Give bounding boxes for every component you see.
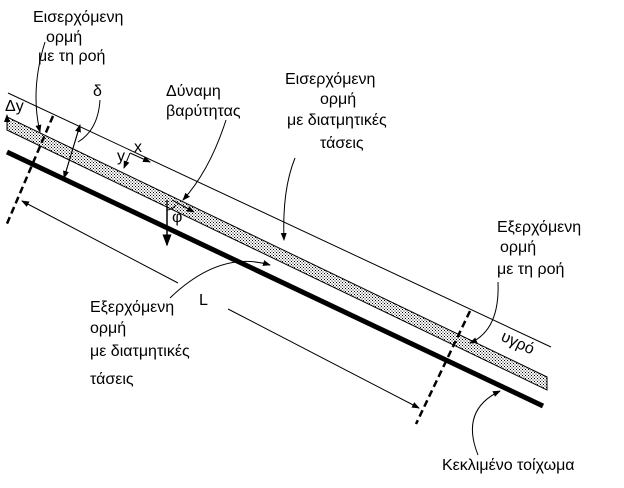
label-y-axis: y <box>117 148 125 165</box>
text: βαρύτητας <box>166 103 241 120</box>
leader-wall <box>471 390 501 456</box>
label-x-axis: x <box>134 139 142 156</box>
text: ορμή <box>46 29 82 46</box>
delta-dimension-b <box>63 124 81 179</box>
control-surface-right <box>414 310 472 425</box>
text: με τη ροή <box>497 261 564 278</box>
inclined-wall-line <box>5 149 545 409</box>
label-gravity: Δύναμη βαρύτητας <box>166 83 241 120</box>
text: Εξερχόμενη <box>90 299 174 316</box>
text: τάσεις <box>320 135 364 152</box>
leader-incoming-flow <box>35 41 46 133</box>
leader-incoming-shear <box>280 157 296 241</box>
label-length: L <box>199 292 208 309</box>
label-phi: φ <box>172 209 182 226</box>
label-delta-y: Δy <box>5 98 24 115</box>
leader-gravity <box>182 119 227 201</box>
text: ορμή <box>500 239 536 256</box>
leader-outgoing-shear <box>169 260 271 299</box>
y-axis-arrow <box>123 152 131 169</box>
length-dimension-line-b <box>227 308 420 409</box>
x-axis-arrow <box>129 152 151 163</box>
leader-delta <box>77 99 101 143</box>
control-surface-left <box>4 115 55 227</box>
leader-outgoing-flow <box>469 281 499 344</box>
phi-arc <box>166 204 177 211</box>
text: Εισερχόμενη <box>285 71 375 88</box>
gravity-component-arrow <box>171 199 195 213</box>
label-inclined-wall: Κεκλιμένο τοίχωμα <box>442 457 575 474</box>
free-surface-line <box>7 92 552 348</box>
label-incoming-shear: Εισερχόμενη ορμή με διατμητικές τάσεις <box>285 71 387 152</box>
text: ορμή <box>320 91 356 108</box>
label-fluid: υγρό <box>498 328 537 358</box>
text: Εξερχόμενη <box>497 219 581 236</box>
text: τάσεις <box>90 371 134 388</box>
text: με τη ροή <box>38 48 105 65</box>
label-incoming-flow: Εισερχόμενη ορμή με τη ροή <box>33 9 123 65</box>
text: με διατμητικές <box>287 112 387 129</box>
text: Εισερχόμενη <box>33 9 123 26</box>
text: με διατμητικές <box>90 343 190 360</box>
label-outgoing-shear: Εξερχόμενη ορμή με διατμητικές τάσεις <box>90 299 190 388</box>
label-delta: δ <box>93 83 102 100</box>
fluid-element-strip <box>6 116 548 391</box>
text: Δύναμη <box>166 83 221 100</box>
length-dimension-line-a <box>21 200 179 284</box>
text: ορμή <box>90 320 126 337</box>
label-outgoing-flow: Εξερχόμενη ορμή με τη ροή <box>497 219 581 278</box>
